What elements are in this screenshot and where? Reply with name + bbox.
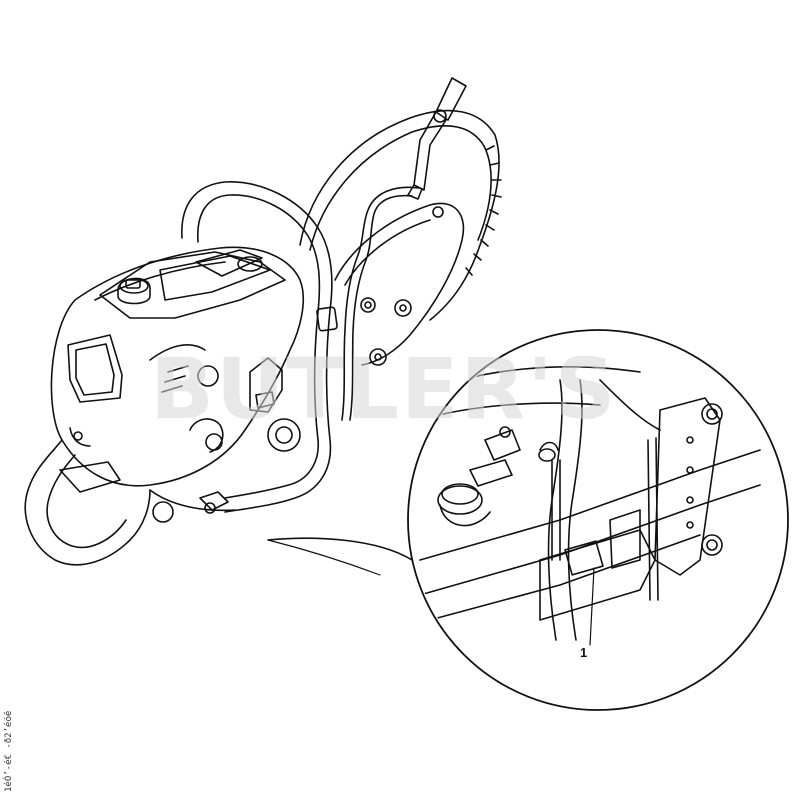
rear-handle bbox=[24, 427, 151, 566]
callout-leader bbox=[589, 567, 595, 646]
water-hose bbox=[341, 186, 419, 421]
detail-magnifier bbox=[407, 329, 789, 711]
front-handle bbox=[181, 181, 338, 513]
guard-lever bbox=[407, 77, 467, 200]
callout-tail bbox=[267, 537, 413, 561]
base-frame bbox=[149, 489, 236, 523]
drawing-reference-code: 1éÓ’-é€ -ð2’éóê bbox=[4, 710, 14, 792]
engine-housing bbox=[50, 246, 304, 487]
callout-label-1: 1 bbox=[580, 645, 588, 660]
watermark-text: BUTLER'S bbox=[150, 340, 618, 438]
blade-guard bbox=[299, 109, 502, 321]
belt-guard bbox=[334, 202, 465, 366]
